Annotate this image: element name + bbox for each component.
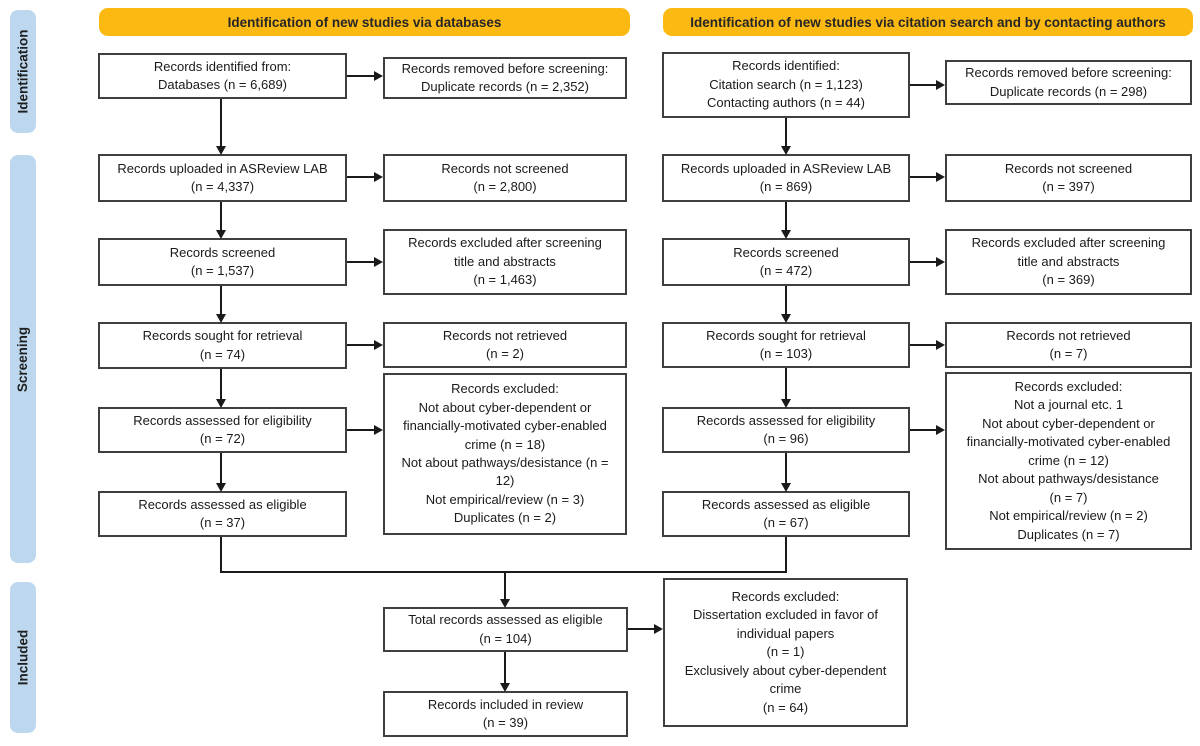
cit-side-arrowhead-5 [936,425,945,435]
total-eligible-box: Total records assessed as eligible (n = … [383,607,628,652]
stage-bar-screening: Screening [10,155,36,563]
db-records-uploaded-box: Records uploaded in ASReview LAB (n = 4,… [98,154,347,202]
db-connector-4 [220,369,222,399]
cit-arrowhead-4 [781,399,791,408]
cit-connector-1 [785,118,787,146]
db-records-screened-box: Records screened (n = 1,537) [98,238,347,286]
cit-records-eligible-box: Records assessed as eligible (n = 67) [662,491,910,537]
cit-connector-2 [785,202,787,230]
cit-side-arrowhead-4 [936,340,945,350]
db-side-arrow-3 [347,261,375,263]
cit-side-arrow-3 [910,261,937,263]
cit-connector-merge [785,537,787,573]
cit-records-assessed-box: Records assessed for eligibility (n = 96… [662,407,910,453]
cit-duplicates-removed-box: Records removed before screening: Duplic… [945,60,1192,105]
stage-label-screening: Screening [15,326,31,392]
db-duplicates-removed-box: Records removed before screening: Duplic… [383,57,627,99]
cit-records-identified-box: Records identified: Citation search (n =… [662,52,910,118]
cit-not-screened-box: Records not screened (n = 397) [945,154,1192,202]
cit-arrowhead-1 [781,146,791,155]
db-connector-5 [220,453,222,483]
db-arrowhead-4 [216,399,226,408]
included-review-box: Records included in review (n = 39) [383,691,628,737]
db-records-eligible-box: Records assessed as eligible (n = 37) [98,491,347,537]
db-connector-2 [220,202,222,230]
cit-connector-4 [785,368,787,399]
cit-side-arrow-5 [910,429,937,431]
db-arrowhead-1 [216,146,226,155]
db-not-retrieved-box: Records not retrieved (n = 2) [383,322,627,368]
db-side-arrowhead-1 [374,71,383,81]
banner-databases: Identification of new studies via databa… [99,8,630,36]
db-side-arrow-4 [347,344,375,346]
final-excluded-box: Records excluded: Dissertation excluded … [663,578,908,727]
db-connector-3 [220,286,222,314]
stage-bar-included: Included [10,582,36,733]
merge-drop-line [504,571,506,599]
stage-label-identification: Identification [15,29,31,114]
total-to-excluded-arrow [628,628,655,630]
db-excluded-eligibility-box: Records excluded: Not about cyber-depend… [383,373,627,535]
cit-side-arrow-4 [910,344,937,346]
merge-arrowhead [500,599,510,608]
cit-side-arrowhead-1 [936,80,945,90]
stage-bar-identification: Identification [10,10,36,133]
total-to-included-arrowhead [500,683,510,692]
db-side-arrow-2 [347,176,375,178]
merge-line [220,571,787,573]
db-side-arrowhead-3 [374,257,383,267]
db-arrowhead-2 [216,230,226,239]
db-connector-1 [220,99,222,146]
db-records-identified-box: Records identified from: Databases (n = … [98,53,347,99]
db-not-screened-box: Records not screened (n = 2,800) [383,154,627,202]
total-to-excluded-arrowhead [654,624,663,634]
cit-arrowhead-2 [781,230,791,239]
cit-records-sought-box: Records sought for retrieval (n = 103) [662,322,910,368]
cit-records-screened-box: Records screened (n = 472) [662,238,910,286]
db-records-assessed-box: Records assessed for eligibility (n = 72… [98,407,347,453]
cit-side-arrow-1 [910,84,937,86]
total-to-included-line [504,652,506,683]
db-side-arrowhead-4 [374,340,383,350]
db-side-arrow-5 [347,429,375,431]
stage-label-included: Included [15,629,31,686]
cit-records-uploaded-box: Records uploaded in ASReview LAB (n = 86… [662,154,910,202]
db-side-arrowhead-2 [374,172,383,182]
cit-side-arrowhead-2 [936,172,945,182]
db-arrowhead-3 [216,314,226,323]
db-arrowhead-5 [216,483,226,492]
db-records-sought-box: Records sought for retrieval (n = 74) [98,322,347,369]
cit-side-arrowhead-3 [936,257,945,267]
cit-arrowhead-5 [781,483,791,492]
db-side-arrow-1 [347,75,375,77]
banner-citation-search: Identification of new studies via citati… [663,8,1193,36]
cit-excluded-eligibility-box: Records excluded: Not a journal etc. 1 N… [945,372,1192,550]
cit-connector-5 [785,453,787,483]
cit-not-retrieved-box: Records not retrieved (n = 7) [945,322,1192,368]
cit-side-arrow-2 [910,176,937,178]
db-side-arrowhead-5 [374,425,383,435]
cit-excluded-screening-box: Records excluded after screening title a… [945,229,1192,295]
cit-arrowhead-3 [781,314,791,323]
cit-connector-3 [785,286,787,314]
db-excluded-screening-box: Records excluded after screening title a… [383,229,627,295]
db-connector-merge [220,537,222,573]
